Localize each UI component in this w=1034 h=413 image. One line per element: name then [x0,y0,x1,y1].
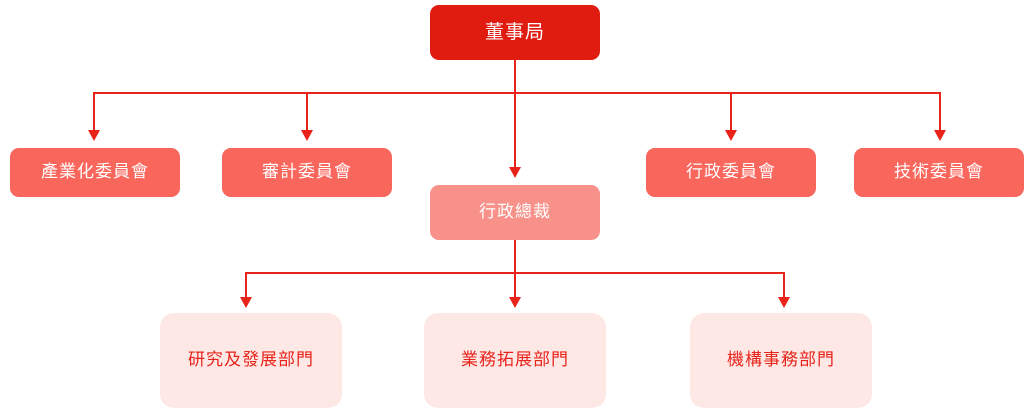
node-label: 行政委員會 [686,162,776,183]
connector-drop-department-1 [245,272,247,297]
connector-drop-department-3 [783,272,785,297]
connector-board-stem [514,60,516,93]
arrowhead-executive [509,167,521,178]
node-department-institutional-affairs[interactable]: 機構事務部門 [690,313,872,408]
node-label: 業務拓展部門 [461,350,569,371]
connector-board-to-executive [514,92,516,167]
node-department-research-development[interactable]: 研究及發展部門 [160,313,342,408]
connector-top-bus [93,92,940,94]
node-committee-technology[interactable]: 技術委員會 [854,148,1024,197]
node-label: 技術委員會 [894,162,984,183]
node-board-of-directors[interactable]: 董事局 [430,5,600,60]
arrowhead-committee-1 [88,130,100,141]
arrowhead-department-2 [509,297,521,308]
node-label: 審計委員會 [262,162,352,183]
connector-drop-committee-1 [93,92,95,130]
node-label: 研究及發展部門 [188,350,314,371]
node-chief-executive[interactable]: 行政總裁 [430,185,600,240]
arrowhead-department-3 [778,297,790,308]
node-department-business-development[interactable]: 業務拓展部門 [424,313,606,408]
node-label: 機構事務部門 [727,350,835,371]
node-committee-audit[interactable]: 審計委員會 [222,148,392,197]
node-label: 董事局 [484,21,545,44]
connector-drop-department-2 [514,272,516,297]
node-committee-executive[interactable]: 行政委員會 [646,148,816,197]
connector-drop-committee-2 [306,92,308,130]
node-label: 產業化委員會 [41,162,149,183]
connector-drop-committee-3 [730,92,732,130]
arrowhead-committee-2 [301,130,313,141]
node-committee-industrialization[interactable]: 產業化委員會 [10,148,180,197]
node-label: 行政總裁 [479,202,551,223]
connector-executive-stem [514,240,516,273]
arrowhead-committee-3 [725,130,737,141]
arrowhead-committee-4 [934,130,946,141]
connector-drop-committee-4 [939,92,941,130]
arrowhead-department-1 [240,297,252,308]
